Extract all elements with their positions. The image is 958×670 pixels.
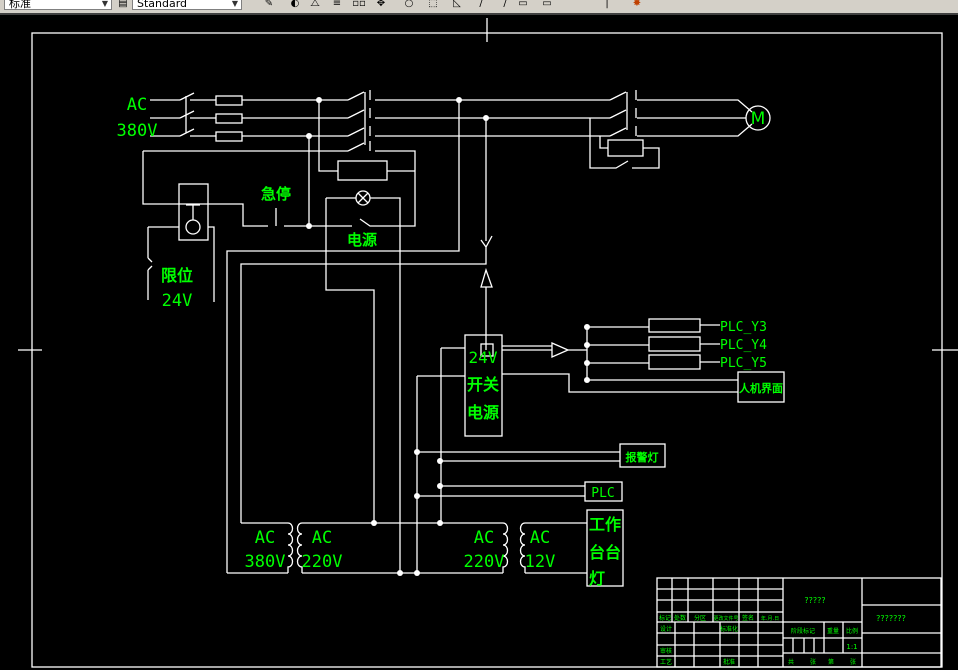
tb-label: 比例 bbox=[846, 627, 858, 635]
psu-label-1: 开关 bbox=[467, 375, 499, 394]
psu-terminal bbox=[480, 343, 494, 357]
arrow-up-icon bbox=[480, 267, 493, 288]
junction-dots bbox=[306, 97, 590, 576]
plc-output-label: PLC_Y4 bbox=[720, 338, 767, 353]
alarm-lamp-label: 报警灯 bbox=[626, 450, 659, 464]
tb-label: 处数 bbox=[674, 614, 686, 622]
main-power-wires bbox=[150, 90, 753, 152]
contactor-coil bbox=[337, 160, 388, 181]
emergency-stop-label: 急停 bbox=[261, 185, 291, 203]
chevron-down-icon: ▼ bbox=[231, 0, 238, 8]
text-style-icon[interactable]: ▤ bbox=[118, 0, 128, 9]
power-lamp-label: 电源 bbox=[347, 231, 377, 249]
tb-label: 阶段标记 bbox=[791, 627, 815, 635]
tb-label: 工艺 bbox=[660, 658, 672, 666]
hmi-label: 人机界面 bbox=[739, 381, 783, 395]
work-lamp-label-1: 工作 bbox=[589, 515, 621, 534]
transformer-label: AC bbox=[530, 528, 550, 548]
company-name: ??????? bbox=[876, 614, 906, 623]
tb-scale: 1:1 bbox=[846, 643, 857, 651]
move-icon[interactable]: ✥ bbox=[376, 0, 386, 9]
mirror-icon[interactable]: ⧍ bbox=[310, 0, 320, 9]
transformer-label: AC bbox=[474, 528, 494, 548]
layer-combo[interactable]: 标准 ▼ bbox=[4, 0, 112, 10]
supply-ac-label: AC bbox=[127, 95, 147, 115]
chevron-down-icon: ▼ bbox=[101, 0, 108, 8]
plc-output-label: PLC_Y3 bbox=[720, 320, 767, 335]
style-combo[interactable]: Standard ▼ bbox=[132, 0, 242, 10]
work-lamp-label-3: 灯 bbox=[589, 569, 605, 588]
tb-label: 更改文件号 bbox=[713, 615, 738, 622]
transformer-label: 220V bbox=[302, 552, 343, 572]
tb-label: 签名 bbox=[742, 614, 754, 622]
tb-label: 第 bbox=[828, 658, 834, 666]
style-combo-value: Standard bbox=[137, 0, 188, 10]
drawing-name: ????? bbox=[804, 596, 825, 605]
plc-box bbox=[584, 481, 623, 502]
offset-icon[interactable]: ≡ bbox=[332, 0, 342, 9]
title-block bbox=[656, 577, 942, 668]
transformer-label: 12V bbox=[525, 552, 556, 572]
drawing-canvas[interactable]: M bbox=[0, 15, 958, 670]
limit-voltage-label: 24V bbox=[162, 291, 193, 311]
psu-output-wires bbox=[416, 324, 738, 573]
plc-output-label: PLC_Y5 bbox=[720, 356, 767, 371]
transformer-label: 220V bbox=[464, 552, 505, 572]
tb-label: 审核 bbox=[660, 647, 672, 655]
tb-label: 年.月.日 bbox=[761, 615, 779, 622]
tb-label: 设计 bbox=[660, 625, 672, 633]
array-icon[interactable]: ▫▫ bbox=[352, 0, 366, 9]
trim-icon[interactable]: / bbox=[479, 0, 483, 9]
stretch-icon[interactable]: ◺ bbox=[453, 0, 461, 9]
antenna-icon bbox=[480, 235, 493, 253]
rotate-icon[interactable]: ○ bbox=[404, 0, 414, 9]
erase-icon[interactable]: ◐ bbox=[290, 0, 300, 9]
transformer-label: 380V bbox=[245, 552, 286, 572]
join-icon[interactable]: ▭ bbox=[542, 0, 552, 9]
plc-label: PLC bbox=[591, 486, 614, 501]
lamp-icon bbox=[355, 190, 371, 206]
motor-circle bbox=[745, 105, 771, 131]
fillet-icon[interactable]: | bbox=[605, 0, 609, 9]
tb-label: 分区 bbox=[694, 614, 706, 622]
tb-label: 标记 bbox=[659, 614, 671, 622]
limit-label: 限位 bbox=[161, 266, 193, 285]
work-lamp-box bbox=[586, 509, 624, 587]
work-lamp-label-2: 台台 bbox=[589, 543, 621, 562]
tb-label: 张 bbox=[810, 658, 816, 666]
tb-label: 张 bbox=[850, 658, 856, 666]
motor-label: M bbox=[751, 109, 766, 129]
supply-voltage-label: 380V bbox=[117, 121, 158, 141]
tb-label: 批准 bbox=[723, 658, 735, 666]
transformer-labels: AC 380V AC 220V AC 220V AC 12V bbox=[245, 528, 556, 572]
explode-icon[interactable]: ✸ bbox=[632, 0, 642, 9]
psu-voltage-label: 24V bbox=[469, 348, 498, 367]
alarm-lamp-box bbox=[619, 443, 666, 468]
tb-label: 重量 bbox=[827, 627, 839, 635]
layer-combo-value: 标准 bbox=[9, 0, 31, 10]
extend-icon[interactable]: / bbox=[503, 0, 507, 9]
break-icon[interactable]: ▭ bbox=[518, 0, 528, 9]
transformer-label: AC bbox=[312, 528, 332, 548]
thermal-relay bbox=[589, 118, 660, 169]
transformer-label: AC bbox=[255, 528, 275, 548]
plc-resistors bbox=[648, 318, 701, 370]
chamfer-icon[interactable]: ˆ bbox=[568, 0, 574, 9]
limit-switch-box bbox=[178, 183, 209, 241]
tb-label: 标准化 bbox=[720, 625, 738, 633]
match-properties-icon[interactable]: ✎ bbox=[264, 0, 274, 9]
fuses bbox=[215, 95, 243, 142]
title-block-text: ????? ??????? 标记 处数 分区 更改文件号 签名 年.月.日 设计… bbox=[659, 596, 906, 666]
toolbar: 标准 ▼ ▤ Standard ▼ ✎ ◐ ⧍ ≡ ▫▫ ✥ ○ ⬚ ◺ / / ▭… bbox=[0, 0, 958, 15]
control-wires bbox=[142, 100, 487, 573]
scale-icon[interactable]: ⬚ bbox=[428, 0, 438, 9]
center-marks bbox=[18, 18, 958, 351]
psu-box bbox=[464, 334, 503, 437]
motor: M bbox=[745, 105, 771, 131]
tb-label: 共 bbox=[788, 658, 794, 666]
psu-label-2: 电源 bbox=[467, 403, 499, 422]
hmi-box bbox=[737, 371, 785, 403]
